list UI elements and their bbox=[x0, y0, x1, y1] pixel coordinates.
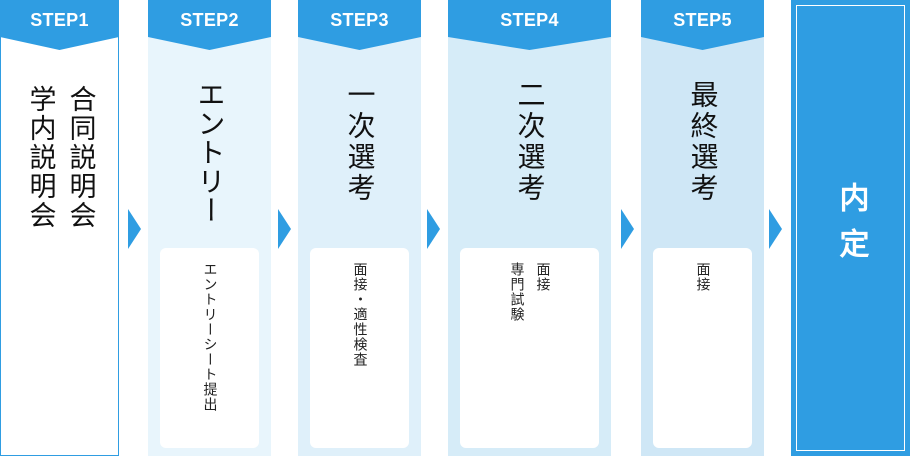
step-4-card-line-1: 面接 bbox=[534, 262, 551, 292]
step-1-title: 合同説明会 学内説明会 bbox=[1, 85, 118, 230]
step-5-column: STEP5 最終選考 面接 bbox=[641, 0, 764, 456]
step-3-card-text: 面接・適性検査 bbox=[351, 262, 368, 367]
step-4-label: STEP4 bbox=[500, 10, 559, 30]
step-4-card-line-2: 専門試験 bbox=[508, 262, 525, 322]
step-3-title: 一次選考 bbox=[298, 80, 421, 204]
triangle-right-icon bbox=[621, 209, 634, 249]
step-1-title-line-2: 学内説明会 bbox=[24, 85, 56, 230]
step-3-title-text: 一次選考 bbox=[343, 80, 377, 204]
step-4-card: 面接 専門試験 bbox=[460, 248, 599, 448]
step-4-title-text: 二次選考 bbox=[513, 80, 547, 204]
step-5-card-text: 面接 bbox=[694, 262, 711, 292]
step-4-title: 二次選考 bbox=[448, 80, 611, 204]
step-3-label: STEP3 bbox=[330, 10, 389, 30]
step-5-title: 最終選考 bbox=[641, 80, 764, 204]
step-1-label: STEP1 bbox=[30, 10, 89, 30]
step-1-header: STEP1 bbox=[0, 0, 119, 50]
step-3-card: 面接・適性検査 bbox=[310, 248, 409, 448]
triangle-right-icon bbox=[427, 209, 440, 249]
step-3-header: STEP3 bbox=[298, 0, 421, 50]
final-offer-box: 内定 bbox=[791, 0, 910, 456]
step-5-header: STEP5 bbox=[641, 0, 764, 50]
step-4-column: STEP4 二次選考 面接 専門試験 bbox=[448, 0, 611, 456]
step-5-title-text: 最終選考 bbox=[686, 80, 720, 204]
step-4-header: STEP4 bbox=[448, 0, 611, 50]
step-5-label: STEP5 bbox=[673, 10, 732, 30]
step-2-header: STEP2 bbox=[148, 0, 271, 50]
step-2-title-text: エントリー bbox=[193, 80, 227, 225]
step-3-column: STEP3 一次選考 面接・適性検査 bbox=[298, 0, 421, 456]
triangle-right-icon bbox=[769, 209, 782, 249]
step-2-label: STEP2 bbox=[180, 10, 239, 30]
triangle-right-icon bbox=[128, 209, 141, 249]
triangle-right-icon bbox=[278, 209, 291, 249]
step-4-card-text: 面接 専門試験 bbox=[504, 248, 556, 448]
step-2-card-text: エントリーシート提出 bbox=[201, 262, 218, 412]
step-5-card: 面接 bbox=[653, 248, 752, 448]
step-2-title: エントリー bbox=[148, 80, 271, 225]
step-2-card: エントリーシート提出 bbox=[160, 248, 259, 448]
step-1-title-line-1: 合同説明会 bbox=[64, 85, 96, 230]
step-1-column: STEP1 合同説明会 学内説明会 bbox=[0, 0, 119, 456]
final-offer-title: 内定 bbox=[833, 182, 869, 274]
step-2-column: STEP2 エントリー エントリーシート提出 bbox=[148, 0, 271, 456]
final-offer-inner: 内定 bbox=[796, 5, 905, 451]
step-1-title-lines: 合同説明会 学内説明会 bbox=[20, 85, 100, 230]
